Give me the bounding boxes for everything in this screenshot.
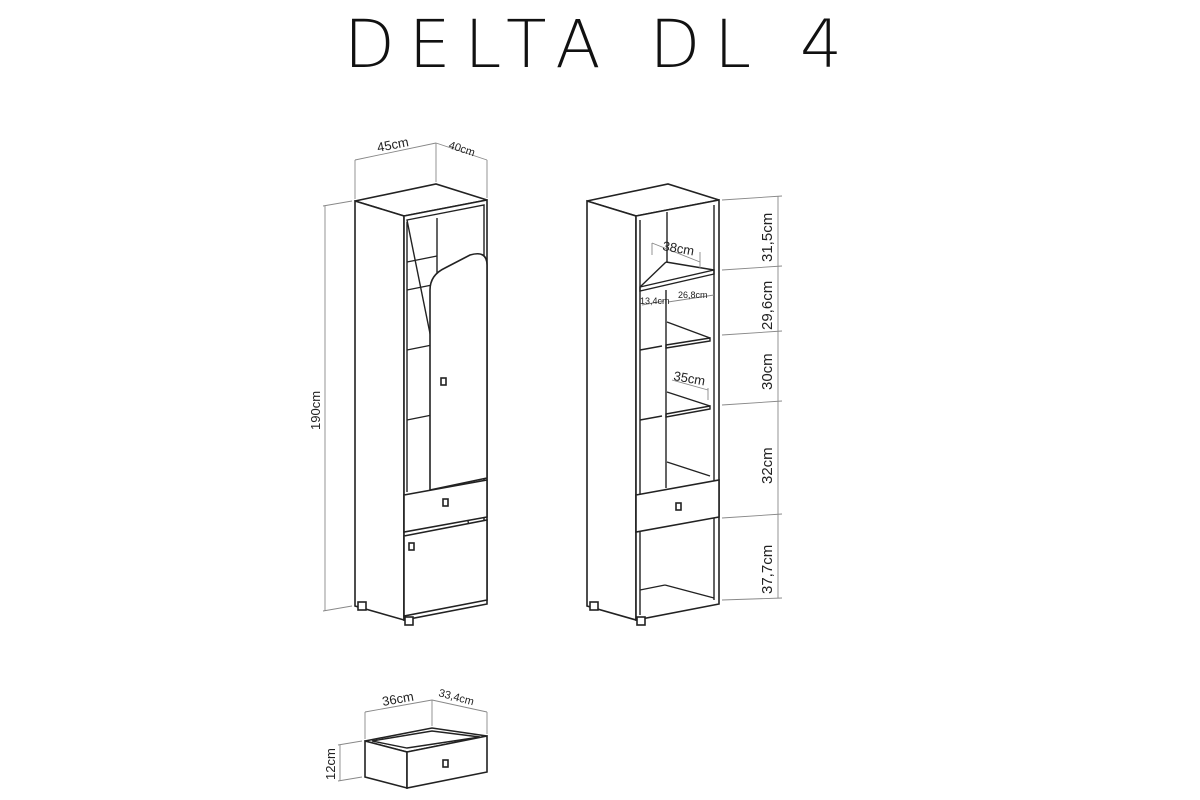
door <box>429 252 488 491</box>
depth-label: 40cm <box>447 139 476 159</box>
drawer-width-label: 36cm <box>381 689 415 709</box>
drawer-height-label: 12cm <box>323 748 338 780</box>
drawer-knob-icon <box>442 759 449 768</box>
cabinet-open-view <box>586 183 783 626</box>
left-compartment-label: 13,4cm <box>640 296 670 306</box>
drawer-knob-icon <box>442 498 449 507</box>
lower-door-knob-icon <box>408 542 415 551</box>
height-label-5: 37,7cm <box>759 545 776 594</box>
page-title: DELTA DL 4 <box>343 6 857 83</box>
height-label-2: 29,6cm <box>759 281 776 330</box>
cabinet-closed-view <box>322 142 488 626</box>
shelf-depth-label: 38cm <box>661 238 695 258</box>
drawer-detail <box>337 699 488 790</box>
drawer-knob-icon <box>675 502 682 511</box>
lower-door <box>403 519 488 617</box>
height-label-4: 32cm <box>759 447 776 484</box>
door-knob-icon <box>440 377 447 386</box>
height-label: 190cm <box>308 391 323 430</box>
width-label: 45cm <box>376 134 410 155</box>
height-label-3: 30cm <box>759 353 776 390</box>
inner-shelf-depth-label: 35cm <box>672 368 706 388</box>
height-label-1: 31,5cm <box>759 213 776 262</box>
right-compartment-label: 26,8cm <box>678 290 708 300</box>
